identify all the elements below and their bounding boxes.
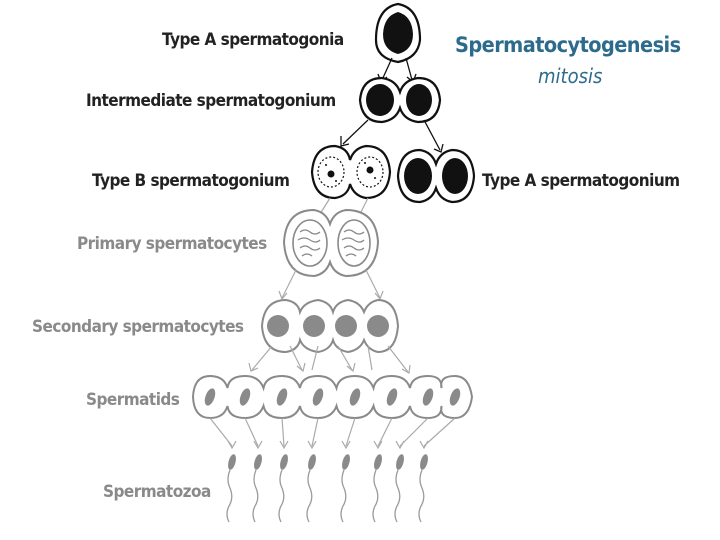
spermatozoon-head bbox=[341, 453, 352, 470]
spermatozoa-cells bbox=[227, 453, 430, 522]
spermatozoon-head bbox=[253, 453, 264, 470]
arrow-line bbox=[346, 418, 355, 446]
spermatozoon-head bbox=[279, 453, 290, 470]
spermatozoon-tail bbox=[419, 470, 424, 522]
spermatozoon-tail bbox=[395, 470, 400, 522]
spermatozoon-tail bbox=[253, 470, 258, 522]
spermatids-cells bbox=[193, 376, 472, 418]
spermatozoon-tail bbox=[279, 470, 284, 522]
arrow-head bbox=[374, 441, 382, 448]
spermatozoon-head bbox=[307, 453, 318, 470]
label-primary-spermatocytes: Primary spermatocytes bbox=[77, 234, 267, 254]
spermatozoon-tail bbox=[373, 470, 378, 522]
arrows-row2 bbox=[341, 120, 443, 152]
intermediate-spermatogonium-cells bbox=[360, 78, 440, 122]
type-b-spermatogonium-cells bbox=[312, 146, 390, 198]
label-secondary-spermatocytes: Secondary spermatocytes bbox=[32, 317, 243, 337]
type-a-spermatogonia-cell bbox=[376, 4, 420, 62]
spermatozoon-head bbox=[419, 453, 430, 470]
label-intermediate-spermatogonium: Intermediate spermatogonium bbox=[86, 91, 336, 111]
arrow-head bbox=[254, 441, 262, 448]
arrow-line bbox=[378, 418, 392, 446]
spermatozoon-head bbox=[395, 453, 406, 470]
spermatozoon-tail bbox=[307, 470, 312, 522]
arrow-head bbox=[420, 441, 428, 448]
spermatozoon-head bbox=[373, 453, 384, 470]
arrow-line bbox=[282, 418, 284, 446]
arrow-line bbox=[245, 418, 258, 446]
label-type-b-spermatogonium: Type B spermatogonium bbox=[92, 171, 289, 191]
spermatozoon-head bbox=[227, 453, 238, 470]
label-spermatozoa: Spermatozoa bbox=[103, 482, 211, 502]
arrow-head bbox=[228, 441, 236, 448]
arrows-row4 bbox=[279, 270, 383, 299]
label-type-a-spermatogonia: Type A spermatogonia bbox=[162, 30, 344, 50]
secondary-spermatocytes-cells bbox=[262, 300, 398, 352]
spermatozoon-tail bbox=[341, 470, 346, 522]
arrows-row6 bbox=[210, 418, 455, 448]
arrow-head bbox=[396, 441, 404, 448]
label-type-a-spermatogonium-right: Type A spermatogonium bbox=[482, 171, 680, 191]
diagram-subtitle: mitosis bbox=[538, 64, 602, 88]
primary-spermatocytes-cells bbox=[284, 210, 378, 276]
label-spermatids: Spermatids bbox=[86, 390, 179, 410]
arrow-line bbox=[424, 418, 455, 446]
type-a-spermatogonium-cells-right bbox=[398, 150, 474, 202]
spermatozoon-tail bbox=[227, 470, 232, 522]
diagram-title: Spermatocytogenesis bbox=[455, 33, 681, 57]
